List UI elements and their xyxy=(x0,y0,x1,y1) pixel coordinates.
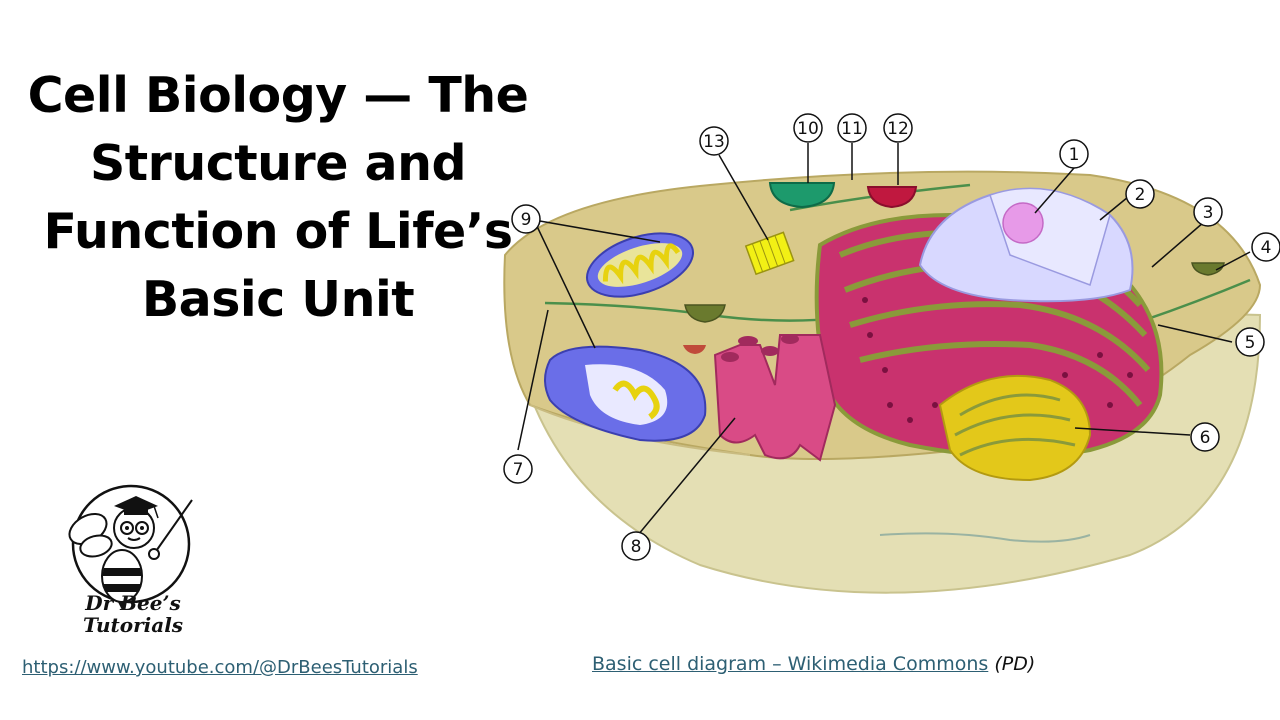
lysosome xyxy=(866,186,918,209)
bee-wing-icon xyxy=(79,534,113,558)
mitochondrion-1 xyxy=(585,232,695,298)
svg-text:8: 8 xyxy=(631,537,642,557)
svg-text:10: 10 xyxy=(797,119,819,139)
smooth-er xyxy=(713,334,837,462)
svg-text:9: 9 xyxy=(521,210,532,230)
svg-text:13: 13 xyxy=(703,132,725,152)
svg-text:4: 4 xyxy=(1261,238,1272,258)
svg-text:7: 7 xyxy=(513,460,524,480)
label-12: 12 xyxy=(883,113,913,143)
cell-diagram: 1 2 3 4 5 6 7 8 9 10 11 12 13 xyxy=(503,113,1280,594)
label-11: 11 xyxy=(837,113,867,143)
svg-text:5: 5 xyxy=(1245,333,1256,353)
logo-text-line2: Tutorials xyxy=(83,613,183,637)
wikimedia-credit-link[interactable]: Basic cell diagram – Wikimedia Commons xyxy=(592,653,989,675)
label-5: 5 xyxy=(1235,327,1265,357)
label-8: 8 xyxy=(621,531,651,561)
title-line-4: Basic Unit xyxy=(141,271,415,328)
label-3: 3 xyxy=(1193,197,1223,227)
mitochondrion-2 xyxy=(544,345,707,442)
centrosome xyxy=(744,231,795,276)
label-10: 10 xyxy=(793,113,823,143)
pointer-stick-icon xyxy=(153,499,193,555)
label-4: 4 xyxy=(1251,232,1280,262)
label-7: 7 xyxy=(503,454,533,484)
svg-text:3: 3 xyxy=(1203,203,1214,223)
secretory-vesicle xyxy=(768,182,836,209)
title-line-2: Structure and xyxy=(89,135,467,192)
title-line-1: Cell Biology — The xyxy=(27,67,529,124)
label-1: 1 xyxy=(1059,139,1089,169)
license-label: (PD) xyxy=(994,653,1036,675)
svg-text:2: 2 xyxy=(1135,185,1146,205)
label-13: 13 xyxy=(699,126,729,156)
youtube-channel-link[interactable]: https://www.youtube.com/@DrBeesTutorials xyxy=(22,657,418,678)
nucleolus xyxy=(1002,202,1044,244)
image-credit: Basic cell diagram – Wikimedia Commons (… xyxy=(592,653,1035,675)
logo-text-line1: Dr Bee’s xyxy=(84,591,180,615)
svg-text:11: 11 xyxy=(841,119,863,139)
golgi-apparatus xyxy=(938,374,1092,482)
page-title: Cell Biology — The Structure and Functio… xyxy=(0,62,556,334)
svg-text:12: 12 xyxy=(887,119,909,139)
label-6: 6 xyxy=(1190,422,1220,452)
dr-bees-logo: Dr Bee’s Tutorials xyxy=(68,484,193,637)
svg-text:1: 1 xyxy=(1069,145,1080,165)
title-line-3: Function of Life’s xyxy=(43,203,513,260)
label-pointers xyxy=(517,143,1251,536)
label-9: 9 xyxy=(511,204,541,234)
label-2: 2 xyxy=(1125,179,1155,209)
svg-text:6: 6 xyxy=(1200,428,1211,448)
